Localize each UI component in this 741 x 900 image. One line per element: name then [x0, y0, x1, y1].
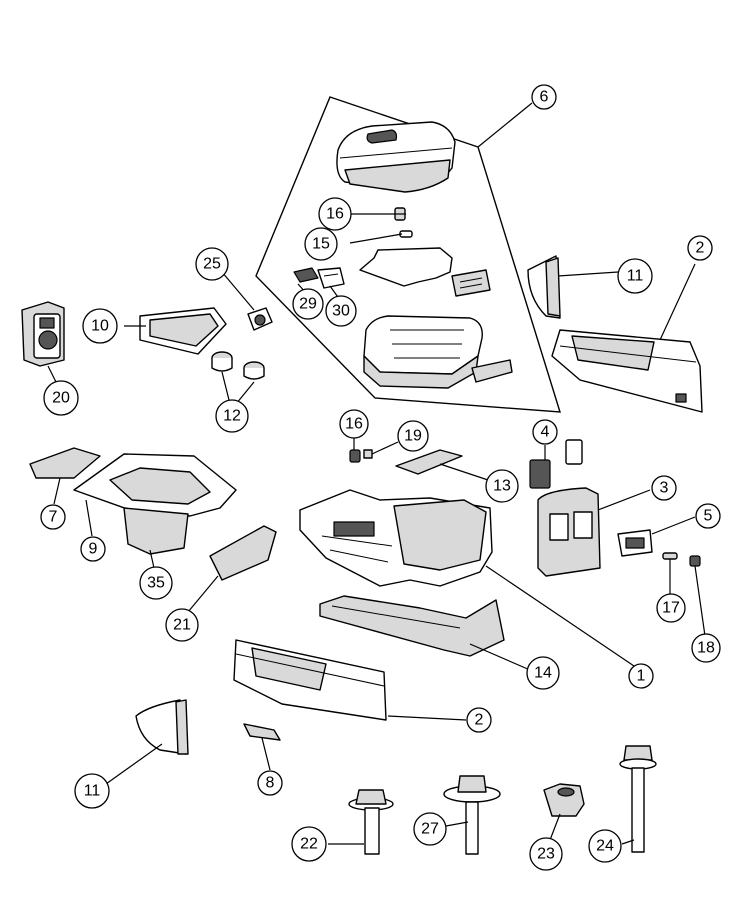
callout-2-lower: 2 [466, 707, 492, 733]
side-panel-right-upper [551, 329, 703, 413]
callout-label: 2 [475, 712, 484, 729]
callout-label: 15 [312, 236, 330, 253]
switch-bezel-5 [617, 529, 653, 557]
callout-label: 6 [540, 89, 549, 106]
bezel-10 [139, 307, 227, 355]
callout-label: 18 [697, 640, 715, 657]
screw-17 [662, 552, 678, 596]
end-cap-11-lower [135, 699, 189, 755]
callout-label: 11 [627, 268, 644, 285]
armrest-base-tray [363, 315, 483, 389]
callout-18: 18 [691, 633, 721, 663]
callout-35: 35 [139, 566, 173, 600]
callout-label: 17 [662, 600, 680, 617]
callout-label: 2 [696, 240, 705, 257]
callout-9: 9 [80, 536, 106, 562]
caps-12 [211, 351, 265, 380]
clip-16-lower [349, 449, 361, 463]
panel-3 [537, 487, 601, 577]
callout-7: 7 [40, 504, 66, 530]
callout-5: 5 [695, 503, 721, 529]
power-outlet-25 [247, 307, 273, 331]
callout-3: 3 [651, 475, 677, 501]
callout-4: 4 [532, 419, 558, 445]
latch-30 [317, 267, 345, 289]
callout-label: 19 [404, 428, 422, 445]
callout-label: 7 [49, 509, 58, 526]
callout-27: 27 [413, 812, 447, 846]
callout-14: 14 [526, 656, 560, 690]
end-cap-11-upper [527, 255, 561, 319]
callout-label: 5 [704, 508, 713, 525]
callout-label: 3 [660, 480, 669, 497]
callout-label: 25 [203, 256, 221, 273]
hinge-bracket [451, 269, 491, 297]
switch-4 [529, 439, 583, 489]
callout-label: 10 [91, 318, 109, 335]
callout-label: 20 [52, 390, 70, 407]
nut-23 [543, 783, 585, 817]
mat-13 [395, 449, 463, 475]
callout-label: 13 [493, 478, 511, 495]
armrest-gasket-plate [359, 247, 453, 287]
side-panel-left-lower [233, 639, 387, 721]
callout-label: 22 [300, 836, 318, 853]
bracket-21 [209, 525, 277, 581]
callout-15: 15 [304, 227, 338, 261]
callout-29: 29 [292, 288, 324, 320]
callout-label: 23 [537, 846, 555, 863]
callout-label: 1 [637, 668, 646, 685]
console-base-1 [299, 489, 493, 587]
bolt-27 [443, 775, 501, 855]
callout-11-lower: 11 [74, 773, 110, 809]
nut-18 [689, 555, 706, 637]
callout-23: 23 [529, 837, 563, 871]
callout-25: 25 [195, 247, 229, 281]
callout-label: 16 [345, 416, 363, 433]
callout-label: 30 [332, 303, 350, 320]
bolt-24 [619, 745, 657, 853]
callout-13: 13 [485, 469, 519, 503]
callout-label: 12 [223, 408, 241, 425]
callout-10: 10 [82, 308, 118, 344]
tray-7 [29, 447, 101, 479]
callout-label: 11 [84, 783, 101, 800]
callout-label: 35 [147, 575, 165, 592]
callout-21: 21 [165, 608, 199, 642]
bolt-22 [348, 789, 394, 855]
callout-label: 9 [89, 541, 98, 558]
callout-16-lower: 16 [339, 409, 369, 439]
callout-label: 24 [596, 838, 614, 855]
latch-bracket [471, 359, 513, 383]
callout-17: 17 [656, 593, 686, 623]
callout-1: 1 [628, 663, 654, 689]
callout-8: 8 [257, 770, 283, 796]
callout-label: 29 [299, 296, 317, 313]
console-top-9 [73, 453, 237, 517]
callout-label: 16 [326, 206, 344, 223]
callout-30: 30 [325, 295, 357, 327]
callout-24: 24 [588, 829, 622, 863]
callout-label: 27 [421, 821, 439, 838]
callout-12: 12 [215, 399, 249, 433]
latch-29 [293, 267, 319, 283]
callout-label: 14 [534, 665, 552, 682]
callout-label: 8 [266, 775, 275, 792]
callout-label: 4 [541, 424, 550, 441]
callout-22: 22 [291, 826, 327, 862]
callout-20: 20 [43, 380, 79, 416]
clip-19 [363, 449, 373, 459]
callout-6: 6 [531, 84, 557, 110]
callout-2-upper: 2 [687, 235, 713, 261]
callout-19: 19 [397, 420, 429, 452]
callout-label: 21 [173, 617, 191, 634]
clip-8 [243, 723, 281, 741]
shifter-assembly-20 [21, 301, 65, 367]
support-14 [319, 595, 505, 657]
callout-11-upper: 11 [617, 258, 653, 294]
callout-16-upper: 16 [318, 197, 352, 231]
armrest-lid [336, 121, 456, 193]
bin-35 [123, 507, 189, 555]
